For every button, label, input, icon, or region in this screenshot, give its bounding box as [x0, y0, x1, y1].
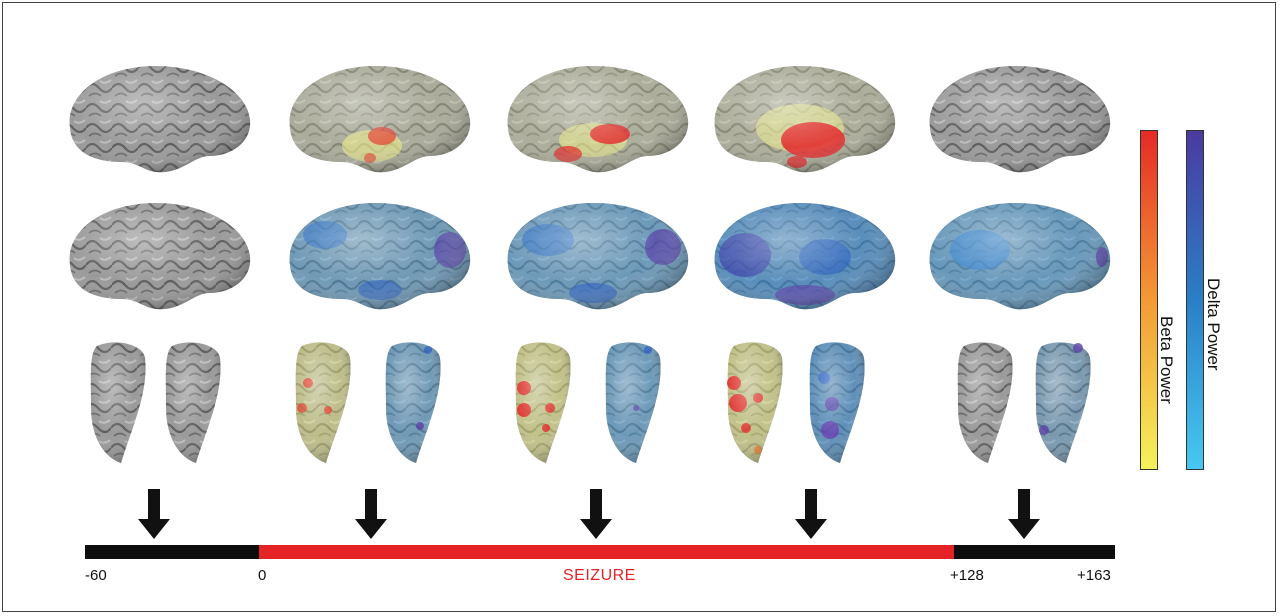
brain-medial-beta-3-icon — [510, 338, 580, 468]
timeline-tick-label: +128 — [950, 567, 984, 584]
beta-power-colorbar — [1140, 130, 1158, 470]
down-arrow-icon — [1008, 489, 1040, 539]
brain-lateral-beta-4-icon — [705, 58, 900, 178]
delta-power-label: Delta Power — [1203, 278, 1223, 371]
brain-lateral-delta-5-icon — [920, 195, 1115, 315]
brain-lateral-beta-5-icon — [920, 58, 1115, 178]
brain-medial-beta-5-icon — [952, 338, 1022, 468]
brain-medial-beta-2-icon — [290, 338, 360, 468]
brain-lateral-delta-2-icon — [280, 195, 475, 315]
down-arrow-icon — [580, 489, 612, 539]
brain-lateral-beta-3-icon — [498, 58, 693, 178]
down-arrow-icon — [138, 489, 170, 539]
brain-medial-delta-3-icon — [600, 338, 670, 468]
brain-lateral-delta-1-icon — [60, 195, 255, 315]
timeline-tick-label: +163 — [1077, 567, 1111, 584]
timeline-tick-label: -60 — [85, 567, 107, 584]
brain-lateral-delta-3-icon — [498, 195, 693, 315]
brain-medial-delta-4-icon — [804, 338, 874, 468]
timeline-tick-label: 0 — [258, 567, 266, 584]
beta-power-label: Beta Power — [1156, 316, 1176, 404]
seizure-label: SEIZURE — [563, 567, 636, 585]
brain-medial-beta-1-icon — [85, 338, 155, 468]
brain-lateral-beta-1-icon — [60, 58, 255, 178]
down-arrow-icon — [355, 489, 387, 539]
brain-medial-beta-4-icon — [722, 338, 792, 468]
brain-medial-delta-2-icon — [380, 338, 450, 468]
brain-medial-delta-5-icon — [1030, 338, 1100, 468]
brain-medial-delta-1-icon — [160, 338, 230, 468]
timeline-seizure-segment — [259, 545, 954, 559]
delta-power-colorbar — [1186, 130, 1204, 470]
brain-lateral-beta-2-icon — [280, 58, 475, 178]
timeline-post-seizure-segment — [954, 545, 1115, 559]
timeline-pre-seizure-segment — [85, 545, 259, 559]
brain-lateral-delta-4-icon — [705, 195, 900, 315]
down-arrow-icon — [795, 489, 827, 539]
